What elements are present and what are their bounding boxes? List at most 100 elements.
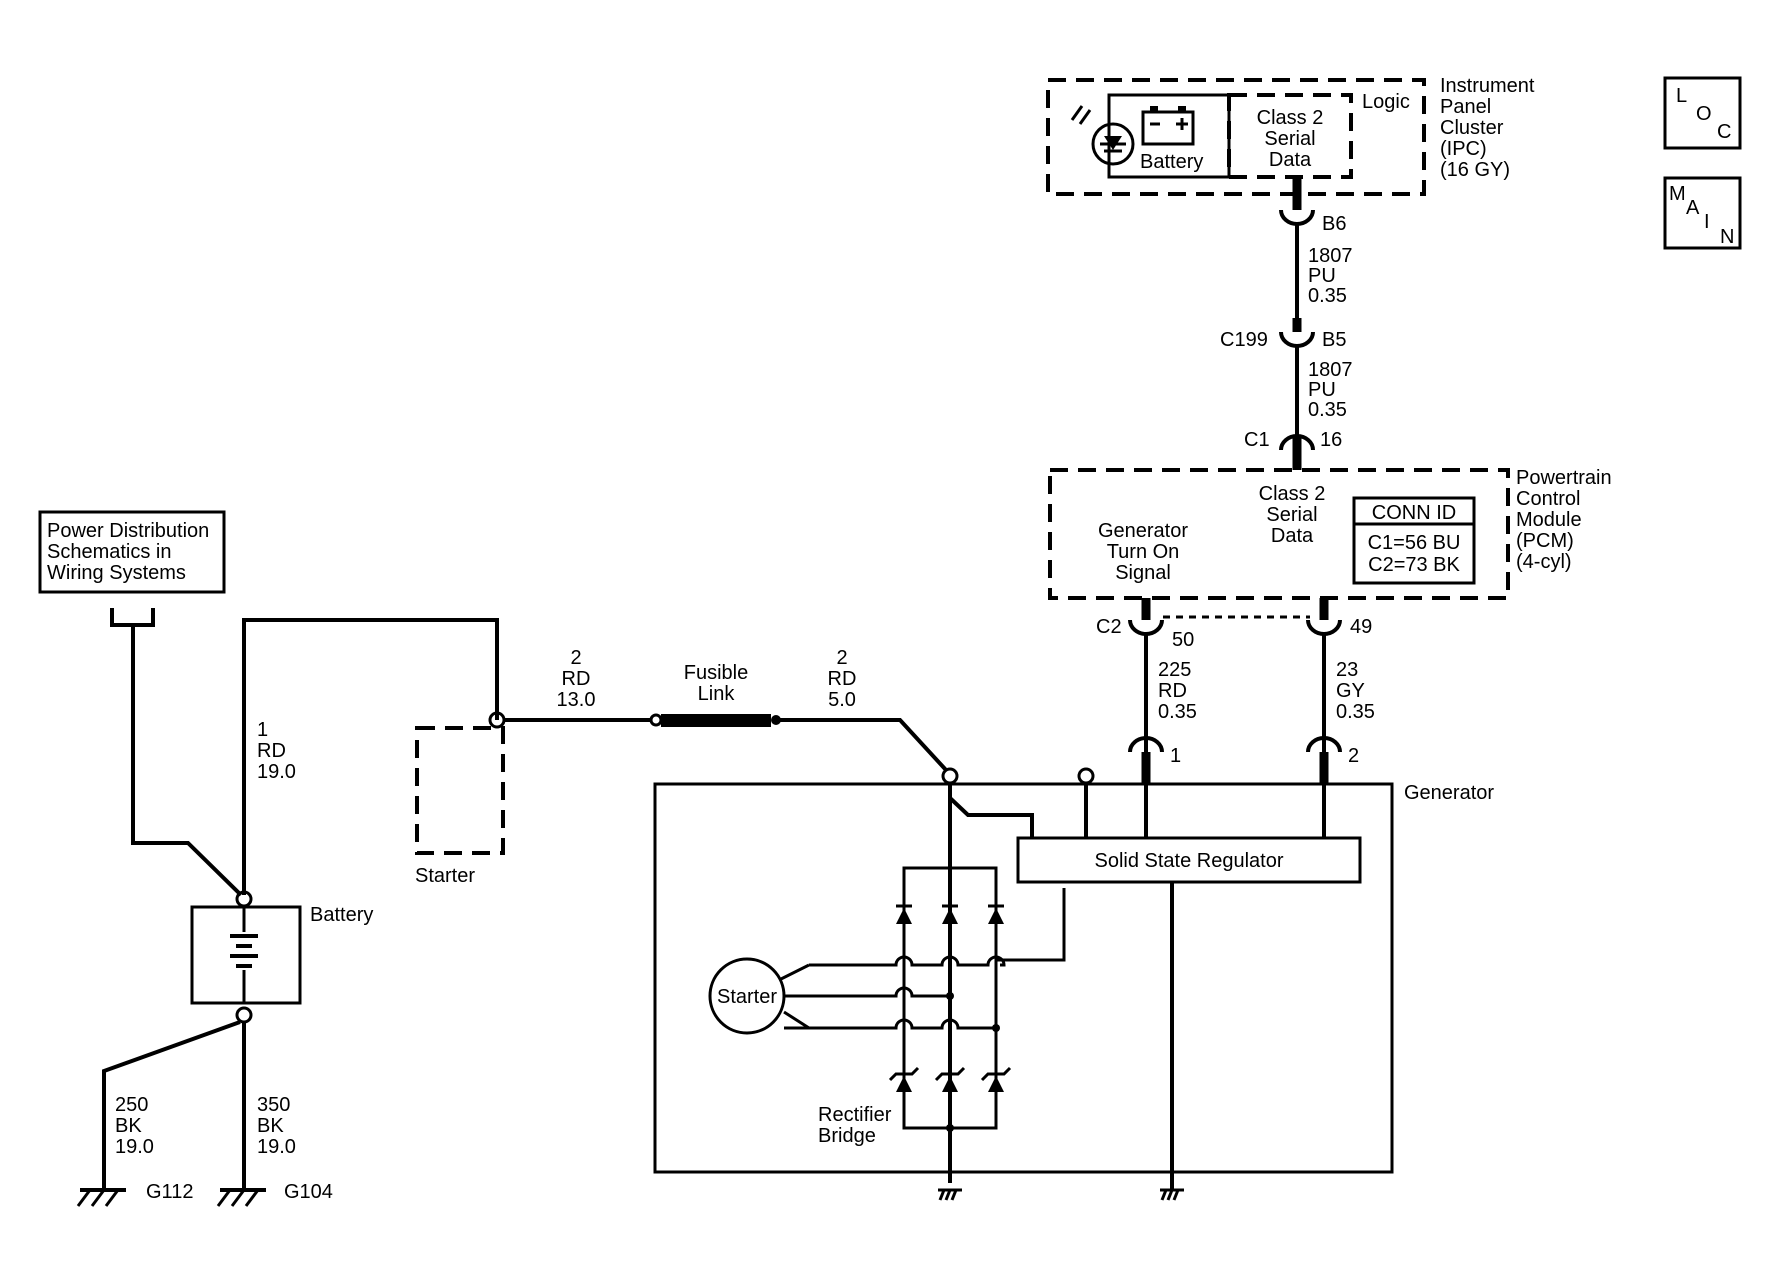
pcm-output-wires	[1128, 598, 1342, 784]
wire-label: 19.0	[115, 1136, 154, 1158]
ipc-battery-label: Battery	[1140, 151, 1203, 173]
main-letter: I	[1704, 211, 1710, 233]
connector-b5: B5	[1322, 329, 1346, 351]
wire-label: PU	[1308, 379, 1336, 401]
generator-component: Generator Solid State Regulator	[653, 767, 1494, 1190]
wire-label: 0.35	[1336, 701, 1375, 723]
conn-id-entry: C1=56 BU	[1368, 532, 1461, 554]
stator-icon: Starter	[708, 957, 810, 1035]
wire-label: RD	[562, 668, 591, 690]
ground-g104-label: G104	[284, 1181, 333, 1203]
wire-label: 19.0	[257, 1136, 296, 1158]
power-dist-text: Schematics in	[47, 541, 172, 563]
ipc-serial-label: Serial	[1264, 128, 1315, 150]
ground-g104-icon	[216, 1188, 266, 1207]
pcm-title: (4-cyl)	[1516, 551, 1572, 573]
wire-label: RD	[1158, 680, 1187, 702]
loc-letter: L	[1676, 85, 1687, 107]
wire-label: 2	[570, 647, 581, 669]
wire-label: PU	[1308, 265, 1336, 287]
wire-label: 1	[257, 719, 268, 741]
wire-label: 225	[1158, 659, 1191, 681]
pcm-title: Module	[1516, 509, 1582, 531]
ipc-title: (IPC)	[1440, 138, 1487, 160]
connector-pin-16: 16	[1320, 429, 1342, 451]
battery-warning-icon	[1070, 105, 1135, 166]
pcm-turn-on-label: Turn On	[1107, 541, 1180, 563]
wire-label: BK	[115, 1115, 142, 1137]
pcm-title: (PCM)	[1516, 530, 1574, 552]
wire-label: 23	[1336, 659, 1358, 681]
wire-label: RD	[257, 740, 286, 762]
ground-g112-icon	[76, 1188, 126, 1207]
conn-id-entry: C2=73 BK	[1368, 554, 1460, 576]
pcm-serial-label: Data	[1271, 525, 1314, 547]
wire-label: 1807	[1308, 245, 1353, 267]
power-distribution-link[interactable]: Power Distribution Schematics in Wiring …	[38, 510, 226, 627]
wire-label: 5.0	[828, 689, 856, 711]
main-letter: M	[1669, 183, 1686, 205]
pcm-turn-on-label: Generator	[1098, 520, 1188, 542]
regulator-label: Solid State Regulator	[1094, 850, 1283, 872]
pcm-title: Powertrain	[1516, 467, 1612, 489]
loc-letter: C	[1717, 121, 1731, 143]
wire-label: 0.35	[1158, 701, 1197, 723]
wire-label: BK	[257, 1115, 284, 1137]
wire-label: 13.0	[557, 689, 596, 711]
ipc-logic-label: Logic	[1362, 91, 1410, 113]
wire-label: GY	[1336, 680, 1365, 702]
pcm-serial-label: Class 2	[1259, 483, 1326, 505]
generator-ground-icon	[938, 1188, 962, 1201]
starter-component: Starter	[415, 726, 505, 887]
wire-label: 250	[115, 1094, 148, 1116]
wire-label: 2	[836, 647, 847, 669]
ipc-title: Instrument	[1440, 75, 1535, 97]
ipc-title: Panel	[1440, 96, 1491, 118]
ground-g112-label: G112	[146, 1181, 193, 1203]
battery-label: Battery	[310, 904, 373, 926]
connector-pin-2: 2	[1348, 745, 1359, 767]
main-button[interactable]: M A I N	[1663, 176, 1742, 250]
power-dist-text: Wiring Systems	[47, 562, 186, 584]
regulator-ground-icon	[1160, 1188, 1184, 1201]
rectifier-label: Bridge	[818, 1125, 876, 1147]
connector-c199: C199	[1220, 329, 1268, 351]
wire-label: 0.35	[1308, 399, 1347, 421]
conn-id-title: CONN ID	[1372, 502, 1456, 524]
wire-label: RD	[828, 668, 857, 690]
generator-label: Generator	[1404, 782, 1494, 804]
wire-label: 350	[257, 1094, 290, 1116]
starter-label: Starter	[415, 865, 475, 887]
pcm-turn-on-label: Signal	[1115, 562, 1171, 584]
ipc-title: (16 GY)	[1440, 159, 1510, 181]
connector-c2: C2	[1096, 616, 1122, 638]
connector-pin-1: 1	[1170, 745, 1181, 767]
power-dist-text: Power Distribution	[47, 520, 209, 542]
ipc-title: Cluster	[1440, 117, 1504, 139]
fusible-link-label: Fusible	[684, 662, 748, 684]
wire-label: 19.0	[257, 761, 296, 783]
loc-letter: O	[1696, 103, 1712, 125]
connector-b6: B6	[1322, 213, 1346, 235]
pcm-title: Control	[1516, 488, 1580, 510]
connector-pin-49: 49	[1350, 616, 1372, 638]
wire-label: 1807	[1308, 359, 1353, 381]
battery-component: Battery	[190, 904, 373, 1005]
connector-pin-50: 50	[1172, 629, 1194, 651]
battery-circuit-wires	[102, 618, 948, 1190]
fusible-link-label: Link	[698, 683, 736, 705]
stator-label: Starter	[717, 986, 777, 1008]
wire-label: 0.35	[1308, 285, 1347, 307]
rectifier-bridge	[784, 866, 1066, 1132]
ipc-serial-label: Data	[1269, 149, 1312, 171]
serial-data-wire	[1279, 177, 1315, 470]
ipc-module: Logic Instrument Panel Cluster (IPC) (16…	[1046, 75, 1535, 196]
loc-button[interactable]: L O C	[1663, 76, 1742, 150]
pcm-serial-label: Serial	[1266, 504, 1317, 526]
ipc-serial-label: Class 2	[1257, 107, 1324, 129]
battery-icon	[1141, 106, 1195, 146]
rectifier-label: Rectifier	[818, 1104, 892, 1126]
main-letter: N	[1720, 226, 1734, 248]
main-letter: A	[1686, 197, 1700, 219]
